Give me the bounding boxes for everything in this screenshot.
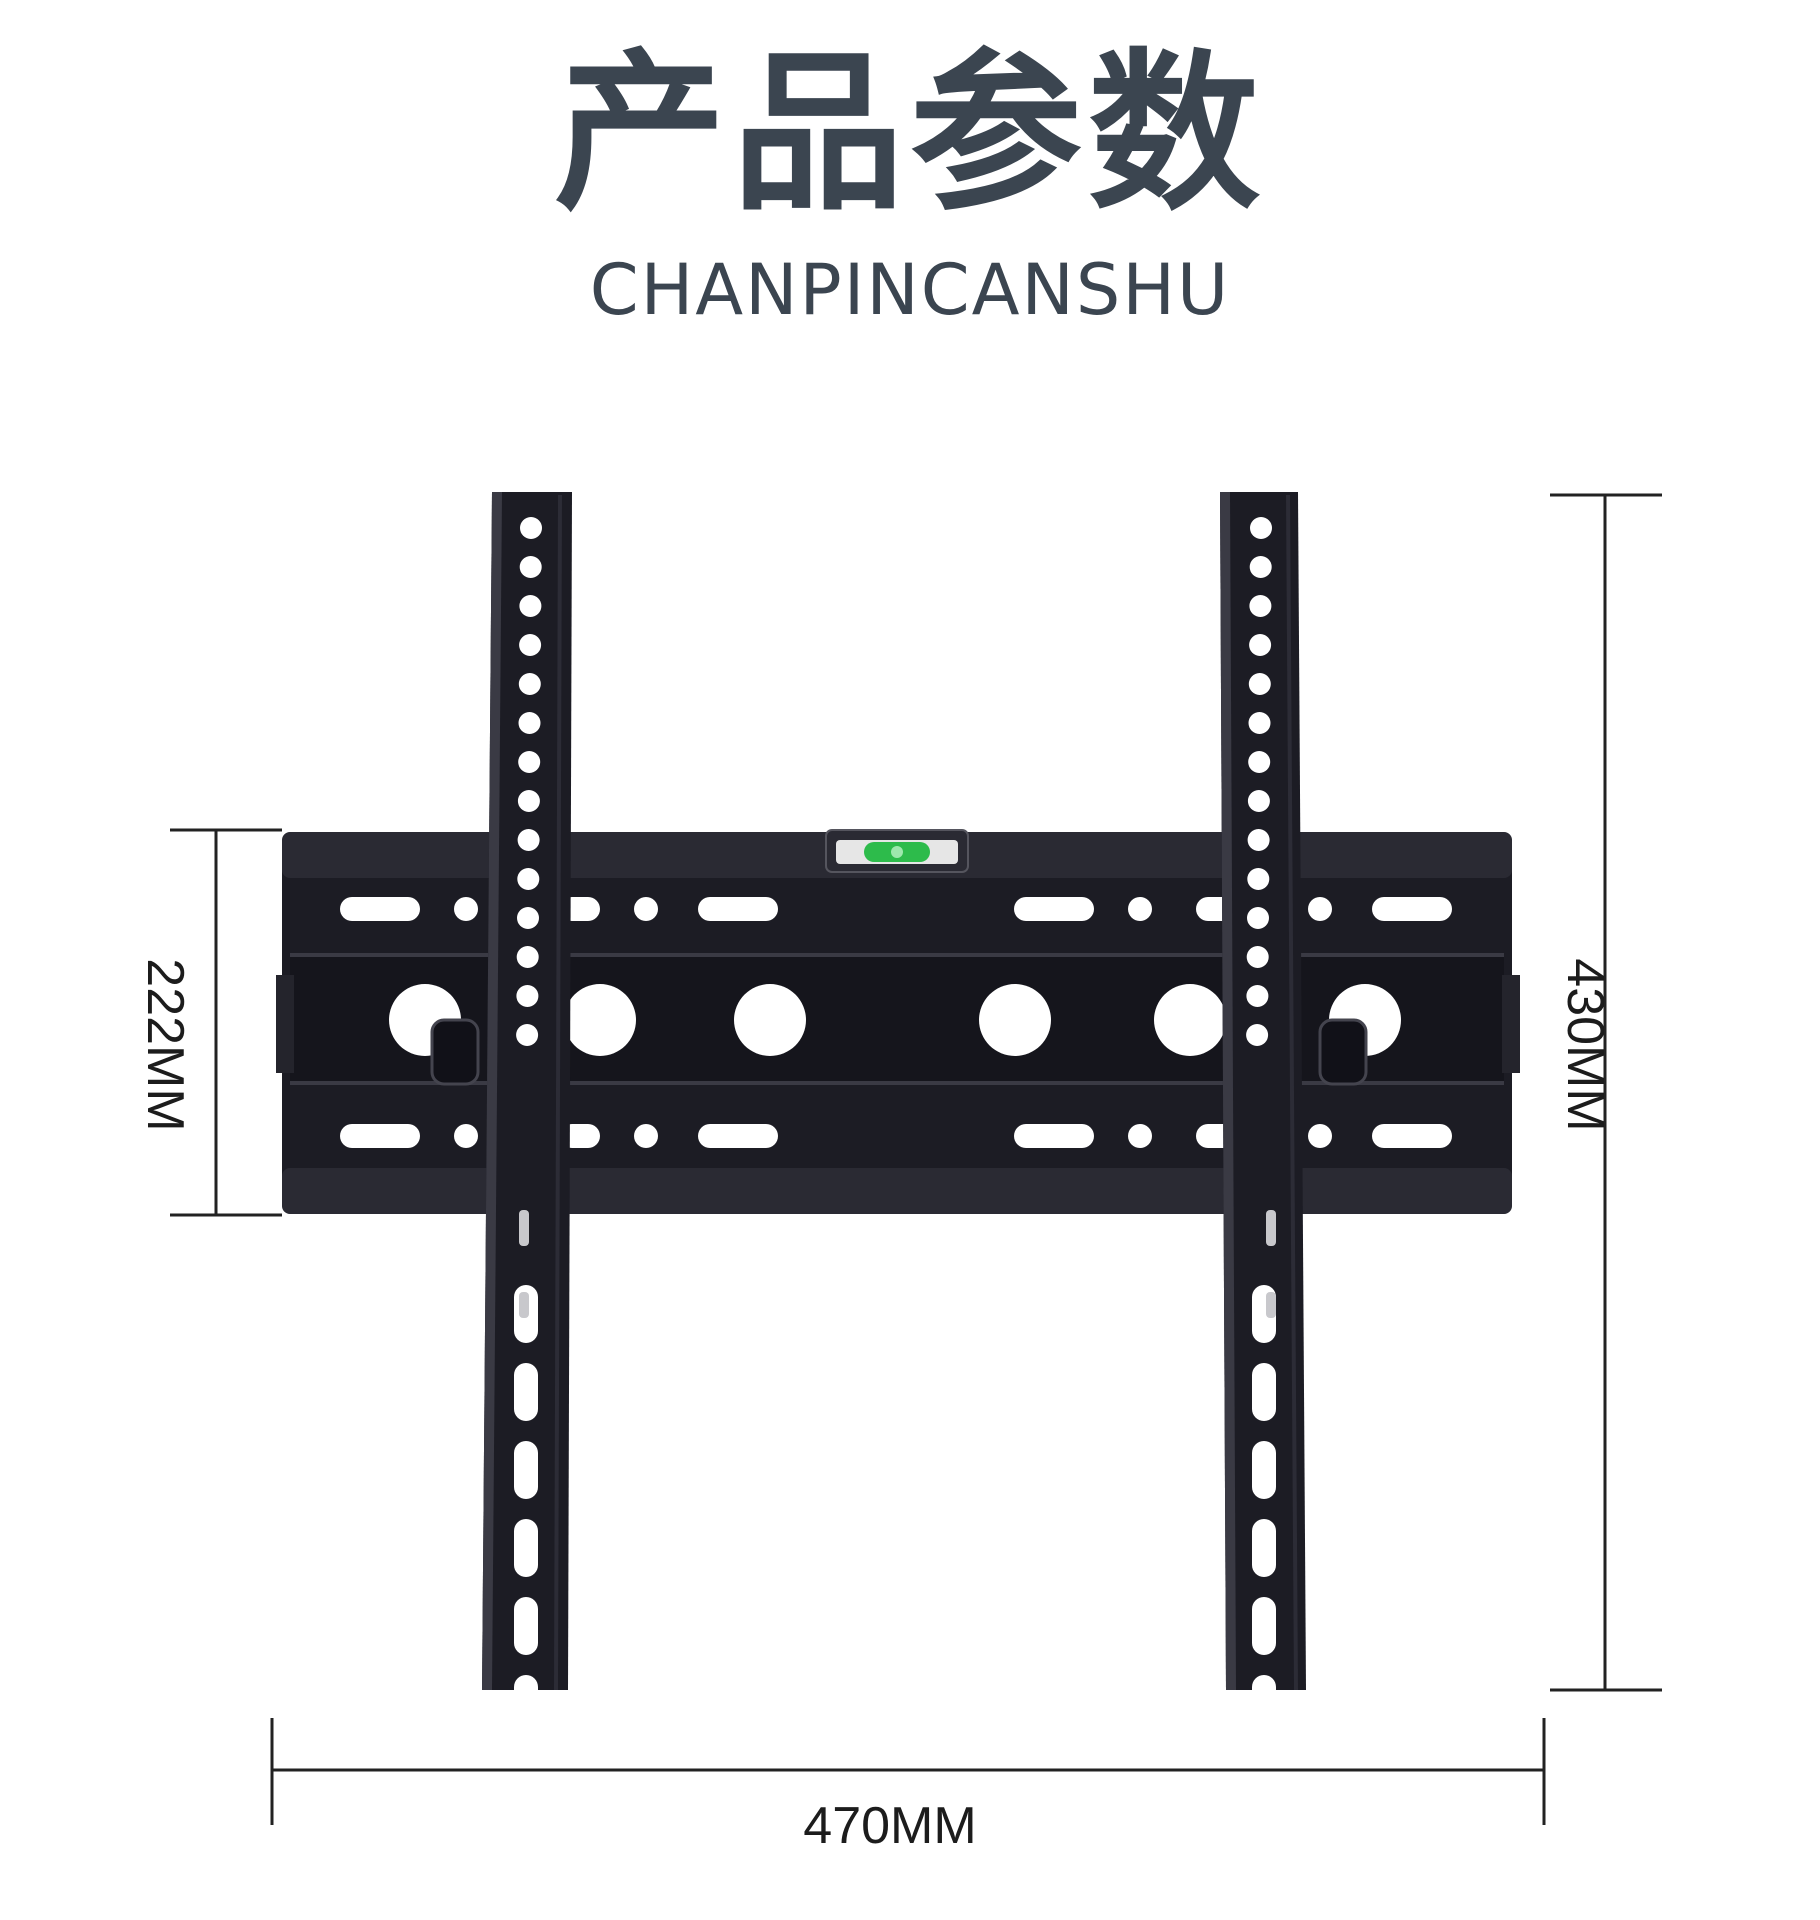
- arm-right-hole: [1248, 673, 1271, 695]
- arm-left-slot: [514, 1597, 538, 1655]
- arm-right-hole: [1249, 634, 1272, 656]
- arm-left-hole: [518, 673, 541, 695]
- vertical-arm-left: [482, 492, 572, 1691]
- locking-knobs: [430, 1018, 1368, 1086]
- arm-right-hole: [1248, 712, 1271, 734]
- arm-left-hole: [519, 634, 542, 656]
- arm-right-hole: [1250, 517, 1272, 539]
- crossbar-dimension-label: 222MM: [136, 958, 194, 1132]
- dimension-lines: [170, 493, 1662, 1825]
- arm-right-hole: [1247, 790, 1270, 812]
- arm-right-slot: [1252, 1441, 1276, 1499]
- arm-right-slot: [1252, 1675, 1276, 1733]
- slot-pins: [519, 1210, 1276, 1318]
- arm-right-hole: [1248, 751, 1271, 773]
- height-dimension-label: 430MM: [1556, 958, 1614, 1132]
- arm-right-hole: [1246, 985, 1269, 1007]
- arm-left-hole: [517, 907, 539, 929]
- arm-right-hole: [1247, 829, 1270, 851]
- arm-left-slot: [514, 1675, 538, 1733]
- arm-right-hole: [1246, 946, 1269, 968]
- arm-right-hole: [1246, 1024, 1269, 1046]
- arm-left-slot: [514, 1363, 538, 1421]
- arm-left-slot: [514, 1441, 538, 1499]
- arm-holes: [514, 517, 1276, 1733]
- vertical-arm-right: [1220, 492, 1306, 1691]
- page-subtitle: CHANPINCANSHU: [589, 249, 1231, 331]
- bubble-level-icon: [825, 829, 969, 873]
- arm-left-hole: [517, 790, 540, 812]
- arm-right-slot: [1252, 1519, 1276, 1577]
- arm-left-slot: [514, 1519, 538, 1577]
- arm-left-hole: [518, 712, 541, 734]
- arm-right-slot: [1252, 1363, 1276, 1421]
- arm-left-hole: [516, 1024, 539, 1046]
- arm-right-hole: [1249, 595, 1272, 617]
- arm-right-slot: [1252, 1597, 1276, 1655]
- arm-left-hole: [516, 946, 539, 968]
- page-title: 产品参数: [554, 33, 1266, 234]
- arm-right-hole: [1249, 556, 1272, 578]
- arm-right-hole: [1247, 907, 1269, 929]
- arm-left-hole: [517, 829, 540, 851]
- width-dimension-label: 470MM: [803, 1797, 977, 1855]
- arm-left-hole: [516, 985, 539, 1007]
- arm-left-hole: [517, 868, 540, 890]
- arm-left-hole: [519, 556, 542, 578]
- wall-plate-holes: [340, 897, 1452, 1148]
- arm-right-hole: [1247, 868, 1270, 890]
- arm-left-hole: [518, 751, 541, 773]
- arm-left-hole: [520, 517, 542, 539]
- arm-left-hole: [519, 595, 542, 617]
